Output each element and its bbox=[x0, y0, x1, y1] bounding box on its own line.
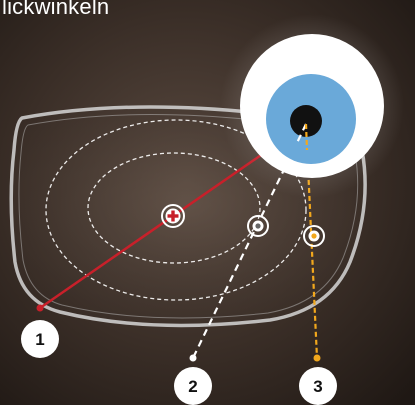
point-3-ring bbox=[303, 225, 325, 247]
point-2-ring bbox=[247, 215, 269, 237]
point-1-center-cross bbox=[161, 204, 185, 228]
marker-2-label: 2 bbox=[188, 377, 197, 396]
marker-1-endpoint bbox=[36, 304, 44, 312]
eye-pupil bbox=[290, 105, 322, 137]
marker-2-endpoint bbox=[189, 354, 197, 362]
marker-3-line bbox=[304, 123, 319, 359]
outer-zone-ellipse bbox=[45, 119, 307, 301]
marker-2-line-start bbox=[295, 123, 307, 146]
marker-1-badge: 1 bbox=[21, 320, 59, 358]
marker-3-line-start bbox=[304, 123, 309, 151]
marker-2-line bbox=[192, 123, 307, 359]
marker-3-badge: 3 bbox=[299, 367, 337, 405]
marker-3-endpoint bbox=[313, 354, 321, 362]
marker-3-label: 3 bbox=[313, 377, 322, 396]
marker-1-label: 1 bbox=[35, 330, 44, 349]
inner-zone-ellipse bbox=[87, 152, 261, 264]
diagram-title: lickwinkeln bbox=[2, 0, 110, 19]
marker-2-badge: 2 bbox=[174, 367, 212, 405]
